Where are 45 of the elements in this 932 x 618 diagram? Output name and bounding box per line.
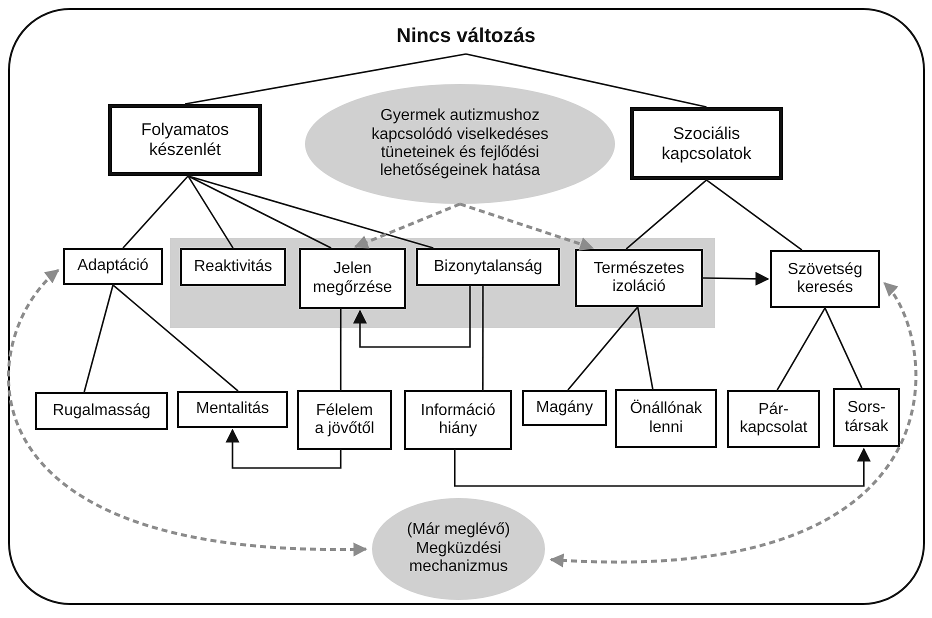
connector-line <box>824 308 863 388</box>
connector-line <box>567 306 638 391</box>
ellipse-node: (Már meglévő) Megküzdési mechanizmus <box>372 498 545 600</box>
connector-line <box>626 179 708 250</box>
concept-box: Információ hiány <box>404 390 512 450</box>
connector-line <box>340 309 342 390</box>
concept-box: Szociális kapcsolatok <box>630 107 783 180</box>
concept-box: Természetes izoláció <box>575 249 703 307</box>
outer-frame <box>8 8 925 605</box>
concept-box: Jelen megőrzése <box>299 248 406 309</box>
concept-box: Félelem a jövőtől <box>297 390 392 450</box>
dashed-arrow <box>550 282 918 567</box>
connector-line <box>706 179 802 251</box>
dashed-arrow <box>354 202 461 249</box>
concept-box: Folyamatos készenlét <box>108 104 262 176</box>
connector-line <box>636 306 654 390</box>
concept-box: Szövetség keresés <box>770 250 880 308</box>
concept-box: Mentalitás <box>177 391 288 428</box>
connector-line <box>184 53 466 105</box>
diagram-heading: Nincs változás <box>376 18 556 54</box>
arrow <box>353 286 471 348</box>
connector-line <box>482 286 484 390</box>
concept-box: Bizonytalanság <box>416 248 560 286</box>
concept-box: Pár-kapcsolat <box>727 390 820 448</box>
arrow <box>226 428 342 469</box>
concept-box: Adaptáció <box>63 248 163 285</box>
concept-box: Sors-társak <box>833 388 900 447</box>
connector-line <box>466 53 707 108</box>
dashed-arrow <box>460 202 594 251</box>
connector-line <box>776 308 826 390</box>
concept-box: Önállónak lenni <box>615 389 717 448</box>
dashed-arrow <box>7 269 368 556</box>
shaded-band <box>170 238 715 328</box>
connector-line <box>187 176 234 248</box>
connector-line <box>188 175 332 249</box>
concept-box: Rugalmasság <box>35 392 168 430</box>
concept-box: Reaktivitás <box>180 248 286 286</box>
arrow <box>454 448 871 487</box>
connector-line <box>122 175 189 249</box>
connector-line <box>112 284 239 392</box>
concept-box: Magány <box>522 390 607 426</box>
connector-line <box>188 175 434 249</box>
connector-line <box>83 284 114 392</box>
arrow <box>702 272 770 286</box>
ellipse-node: Gyermek autizmushoz kapcsolódó viselkedéses tüneteinek és fejlődési lehetőségeinek hatása <box>305 84 615 204</box>
